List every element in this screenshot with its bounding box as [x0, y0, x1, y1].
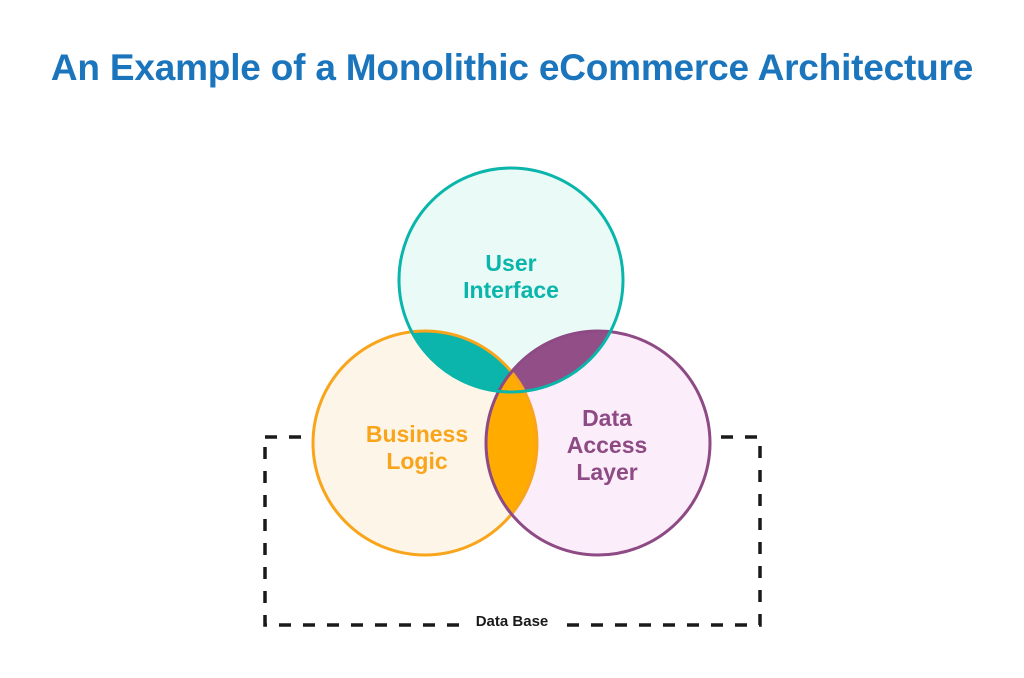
business-logic-label-line2: Logic [386, 448, 448, 474]
business-logic-label-line1: Business [366, 421, 468, 447]
user-interface-label-line2: Interface [463, 277, 559, 303]
data-access-layer-label-line3: Layer [576, 459, 637, 485]
data-access-layer-label: Data Access Layer [567, 405, 648, 485]
data-access-layer-label-line2: Access [567, 432, 648, 458]
user-interface-label: User Interface [463, 250, 559, 303]
user-interface-circle-outline [397, 166, 625, 394]
data-access-layer-circle-outline [484, 329, 712, 557]
database-label: Data Base [462, 613, 562, 630]
data-access-layer-label-line1: Data [582, 405, 632, 431]
business-logic-circle-outline [311, 329, 539, 557]
business-logic-label: Business Logic [366, 421, 468, 474]
page-title: An Example of a Monolithic eCommerce Arc… [50, 47, 974, 88]
user-interface-label-line1: User [485, 250, 536, 276]
